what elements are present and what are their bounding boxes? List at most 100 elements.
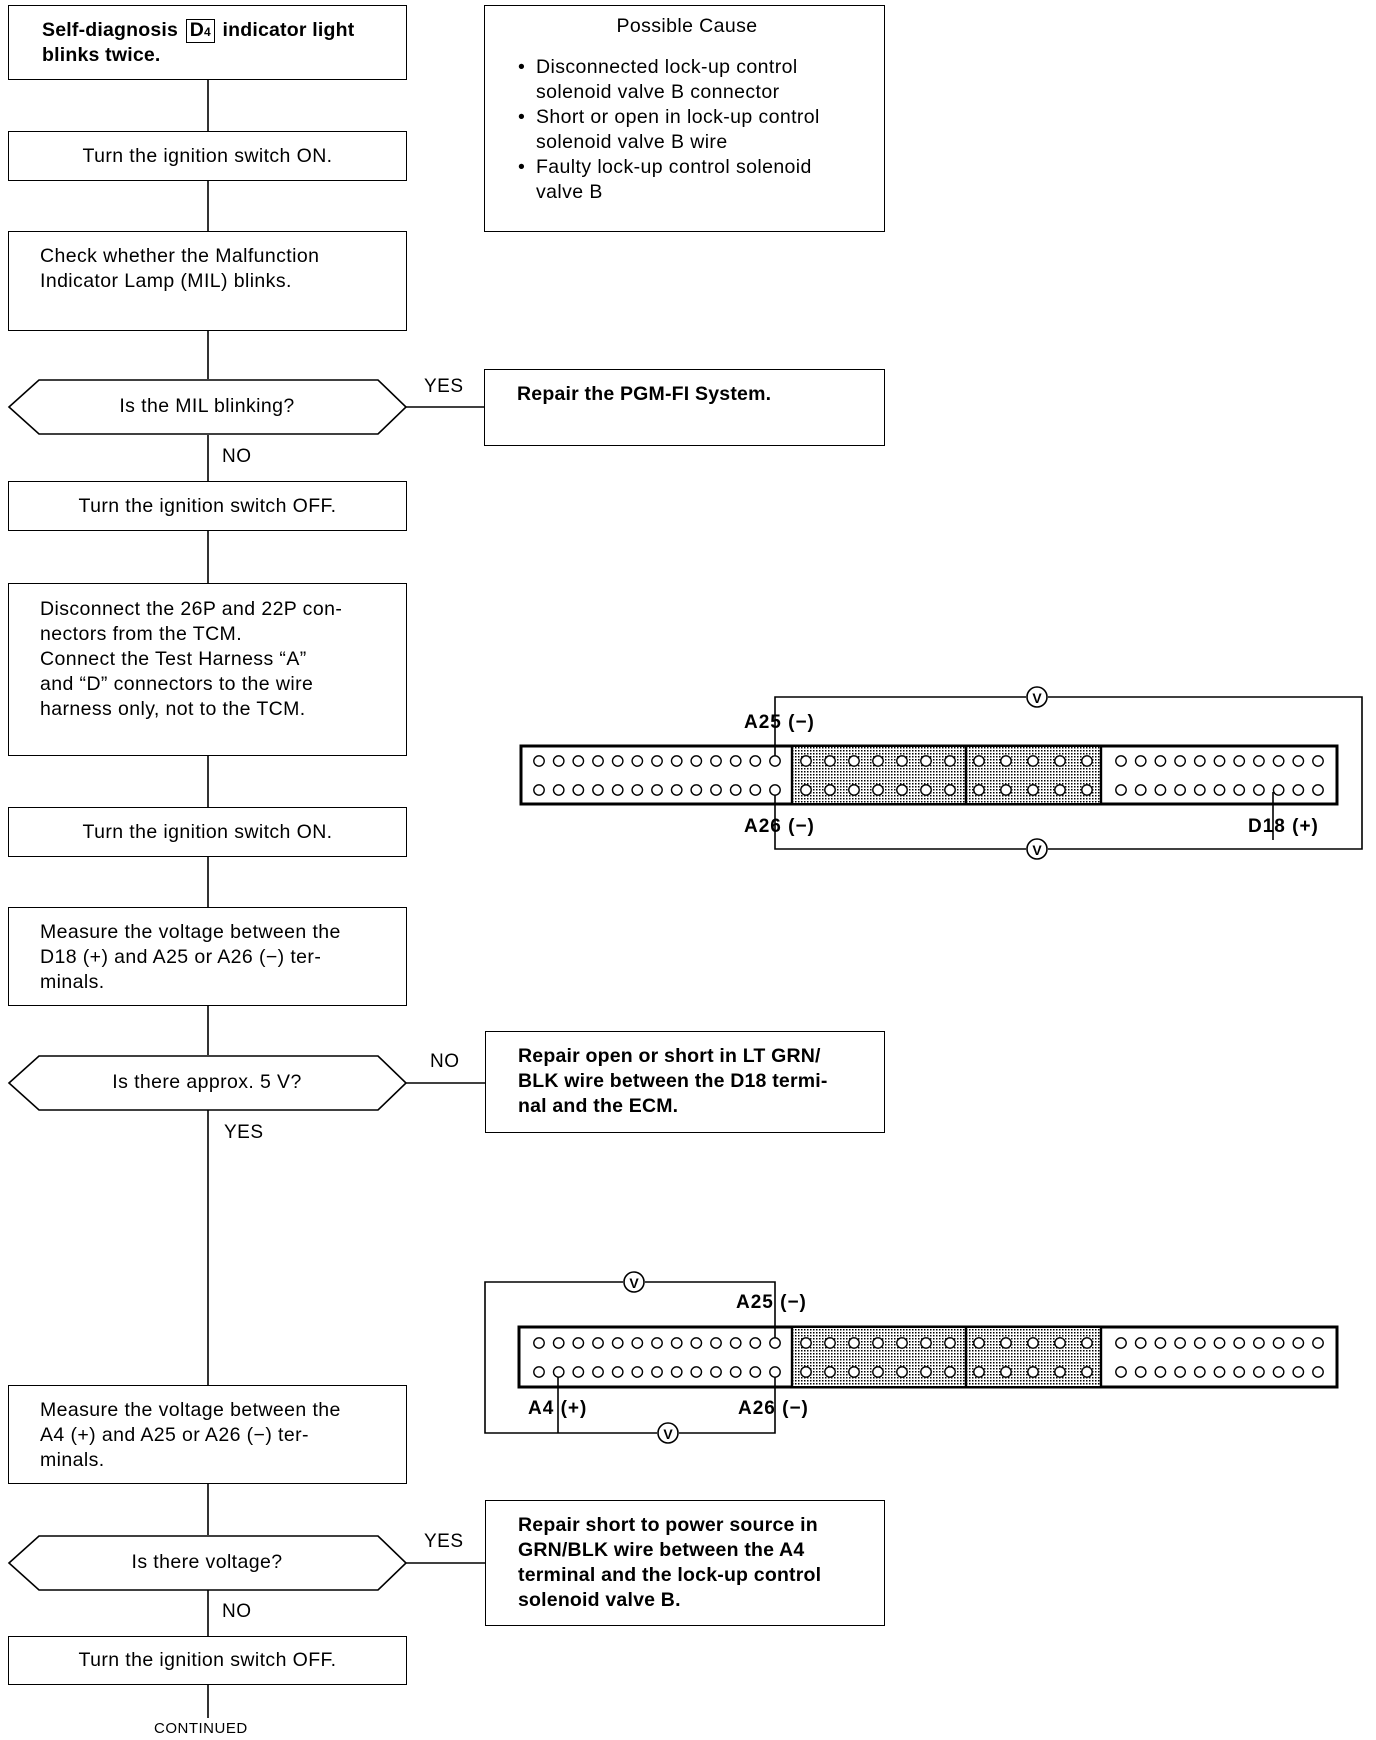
terminal-pin [729, 1337, 742, 1349]
terminal-pin [1081, 784, 1093, 796]
terminal-pin [690, 784, 703, 796]
terminal-pin [592, 784, 604, 796]
terminal-pin [1174, 1366, 1187, 1378]
terminal-pin [896, 1366, 908, 1378]
decision-mil-blinking: Is the MIL blinking? [119, 395, 295, 417]
terminal-pin [848, 1366, 860, 1378]
svg-text:V: V [663, 1426, 673, 1442]
branch-label-yes: YES [424, 1531, 464, 1552]
terminal-pin [611, 784, 624, 796]
terminal-pin [1213, 1337, 1226, 1349]
terminal-label-a4: A4 (+) [528, 1398, 588, 1419]
terminal-pin [651, 1366, 663, 1378]
terminal-pin [533, 1366, 545, 1378]
terminal-pin [1000, 784, 1012, 796]
terminal-pin [592, 755, 604, 767]
terminal-pin [1174, 1337, 1187, 1349]
terminal-pin [1000, 1366, 1012, 1378]
terminal-pin [631, 1366, 644, 1378]
terminal-pin [710, 1337, 722, 1349]
terminal-pin [1213, 784, 1226, 796]
terminal-pin [1134, 1337, 1147, 1349]
terminal-pin [1213, 755, 1226, 767]
terminal-pin [800, 755, 812, 767]
step-ignition-off-2: Turn the ignition switch OFF. [8, 1636, 407, 1685]
terminal-pin [1253, 755, 1265, 767]
terminal-label-a25: A25 (−) [736, 1292, 807, 1313]
terminal-pin [848, 1337, 860, 1349]
terminal-pin [824, 1366, 836, 1378]
terminal-pin [572, 784, 585, 796]
terminal-pin [1134, 755, 1147, 767]
terminal-pin [920, 755, 932, 767]
voltmeter-icon: V [1026, 686, 1048, 708]
terminal-pin [1292, 1337, 1305, 1349]
terminal-pin [848, 784, 860, 796]
terminal-pin [552, 784, 565, 796]
terminal-pin [1081, 1337, 1093, 1349]
terminal-pin [1233, 1366, 1246, 1378]
terminal-pin [533, 784, 545, 796]
svg-text:V: V [629, 1275, 639, 1291]
terminal-pin [944, 755, 956, 767]
terminal-pin [533, 755, 545, 767]
terminal-pin [1027, 755, 1039, 767]
terminal-pin [572, 1366, 585, 1378]
terminal-pin [749, 784, 762, 796]
terminal-pin [1054, 755, 1066, 767]
terminal-pin [611, 755, 624, 767]
action-repair-a4-wire: Repair short to power source in GRN/BLK … [485, 1500, 885, 1626]
voltmeter-icon: V [657, 1422, 679, 1444]
terminal-label-a26: A26 (−) [738, 1398, 809, 1419]
terminal-pin [592, 1337, 604, 1349]
terminal-pin [1272, 755, 1285, 767]
terminal-pin [973, 1366, 985, 1378]
decision-voltage-present: Is there voltage? [131, 1551, 283, 1573]
terminal-pin [552, 755, 565, 767]
terminal-pin [872, 1366, 884, 1378]
voltmeter-icon: V [623, 1271, 645, 1293]
terminal-pin [651, 755, 663, 767]
terminal-pin [631, 784, 644, 796]
terminal-pin [1213, 1366, 1226, 1378]
terminal-pin [1054, 1337, 1066, 1349]
branch-label-no: NO [222, 1601, 252, 1622]
terminal-pin [1312, 1366, 1324, 1378]
d4-indicator-icon: D4 [185, 19, 215, 43]
terminal-pin [973, 784, 985, 796]
terminal-pin [1027, 784, 1039, 796]
terminal-pin [1054, 1366, 1066, 1378]
action-repair-pgm-fi: Repair the PGM-FI System. [484, 369, 885, 446]
terminal-pin [572, 755, 585, 767]
step-ignition-on-1: Turn the ignition switch ON. [8, 131, 407, 181]
terminal-pin [1174, 784, 1187, 796]
terminal-pin [1134, 1366, 1147, 1378]
terminal-pin [1272, 784, 1285, 796]
terminal-pin [1115, 1366, 1127, 1378]
branch-label-no: NO [430, 1051, 460, 1072]
terminal-pin [749, 1366, 762, 1378]
terminal-pin [1233, 784, 1246, 796]
terminal-pin [920, 784, 932, 796]
branch-label-yes: YES [224, 1122, 264, 1143]
connector-diagram-1: V V [519, 686, 1363, 860]
terminal-pin [1233, 755, 1246, 767]
step-ignition-off-1: Turn the ignition switch OFF. [8, 481, 407, 531]
terminal-pin [729, 1366, 742, 1378]
terminal-pin [690, 1337, 703, 1349]
terminal-pin [670, 784, 683, 796]
terminal-pin [572, 1337, 585, 1349]
terminal-pin [710, 755, 722, 767]
continued-label: CONTINUED [154, 1720, 248, 1737]
terminal-pin [651, 1337, 663, 1349]
terminal-pin [769, 784, 781, 796]
terminal-pin [800, 1366, 812, 1378]
terminal-pin [1154, 1337, 1167, 1349]
terminal-pin [1154, 755, 1167, 767]
terminal-pin [1292, 755, 1305, 767]
terminal-pin [1000, 1337, 1012, 1349]
terminal-pin [749, 755, 762, 767]
terminal-pin [1193, 755, 1206, 767]
terminal-pin [872, 755, 884, 767]
terminal-pin [1154, 784, 1167, 796]
